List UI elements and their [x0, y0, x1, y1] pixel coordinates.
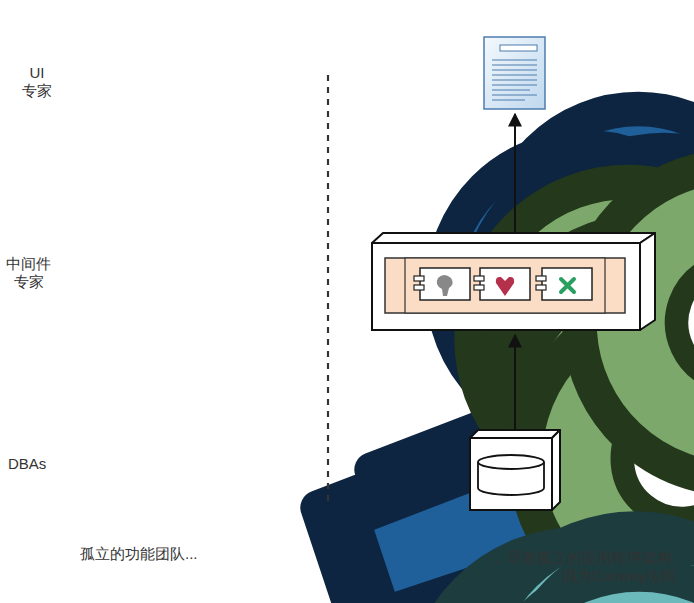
- team-label: UI 专家: [22, 64, 52, 100]
- caption-text: 孤立的功能团队...: [80, 545, 198, 563]
- component-icons: [414, 268, 592, 300]
- dba-team-figures: [343, 528, 694, 603]
- application-box: [372, 233, 655, 330]
- document-icon: [484, 37, 545, 109]
- team-label: 中间件 专家: [6, 255, 51, 291]
- caption-text: ... 导致孤立的应用程序架构. 因为Conway法则: [451, 549, 676, 585]
- divider-line: [327, 75, 329, 502]
- team-label: DBAs: [8, 455, 46, 473]
- flow-arrow: [514, 114, 516, 232]
- flow-arrow: [514, 335, 516, 430]
- database-icon: [470, 430, 560, 510]
